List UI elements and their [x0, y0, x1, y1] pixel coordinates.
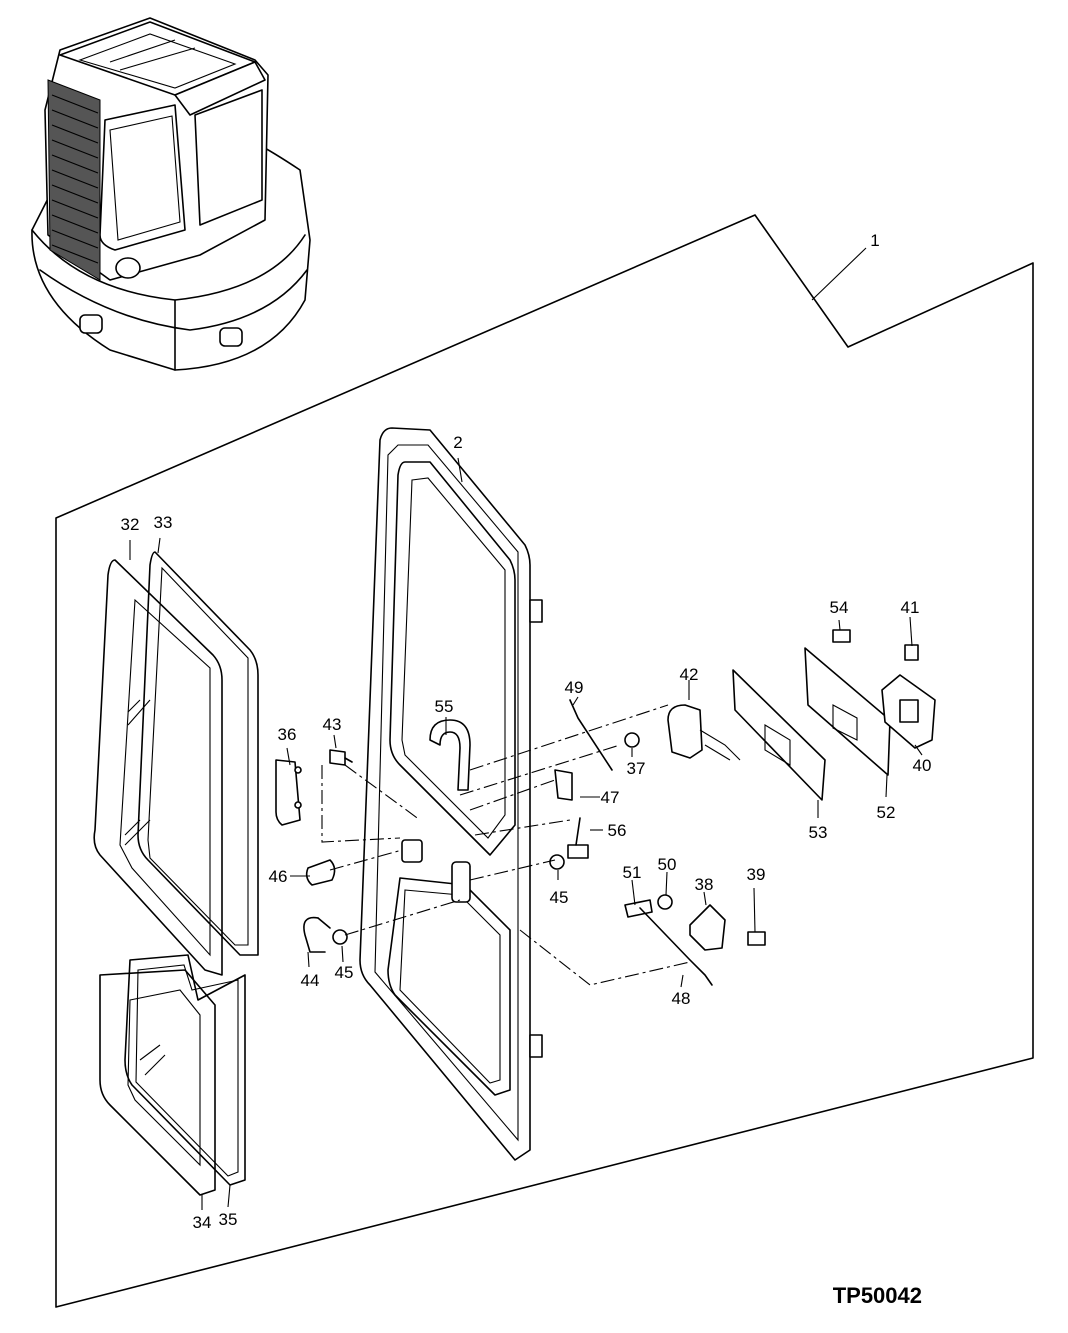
callout-52: 52	[877, 803, 896, 822]
lower-window-glass	[99, 969, 216, 1196]
callout-53: 53	[809, 823, 828, 842]
callout-55: 55	[435, 697, 454, 716]
callout-32: 32	[121, 515, 140, 534]
callout-48: 48	[672, 989, 691, 1008]
door-grip-handle	[429, 719, 471, 791]
upper-window-seal	[137, 551, 259, 956]
lower-window-seal	[124, 954, 246, 1186]
callout-50: 50	[658, 855, 677, 874]
callout-37: 37	[627, 759, 646, 778]
small-hardware-parts	[275, 629, 936, 986]
callout-56: 56	[608, 821, 627, 840]
callout-47: 47	[601, 788, 620, 807]
alignment-lines	[321, 704, 691, 986]
excavator-cab-overview-icon	[31, 17, 311, 371]
callout-leaders	[129, 457, 923, 1210]
callout-45b: 45	[550, 888, 569, 907]
callout-36: 36	[278, 725, 297, 744]
callout-44: 44	[301, 971, 320, 990]
callout-43: 43	[323, 715, 342, 734]
callout-2: 2	[453, 433, 462, 452]
upper-window-glass	[93, 559, 223, 976]
callout-42: 42	[680, 665, 699, 684]
callout-35: 35	[219, 1210, 238, 1229]
callout-40: 40	[913, 756, 932, 775]
callout-49: 49	[565, 678, 584, 697]
diagram-boundary	[55, 214, 1034, 1308]
cab-door-frame-icon	[359, 427, 543, 1161]
callout-51: 51	[623, 863, 642, 882]
callout-46: 46	[269, 867, 288, 886]
callout-38: 38	[695, 875, 714, 894]
callout-33: 33	[154, 513, 173, 532]
callout-45a: 45	[335, 963, 354, 982]
callout-41: 41	[901, 598, 920, 617]
callout-39: 39	[747, 865, 766, 884]
callout-labels: 1 2 32 33 34 35 36 37 38 39 40 41 42 43 …	[121, 231, 932, 1232]
callout-34: 34	[193, 1213, 212, 1232]
callout-1: 1	[870, 231, 879, 250]
figure-id: TP50042	[833, 1283, 922, 1308]
callout-54: 54	[830, 598, 849, 617]
